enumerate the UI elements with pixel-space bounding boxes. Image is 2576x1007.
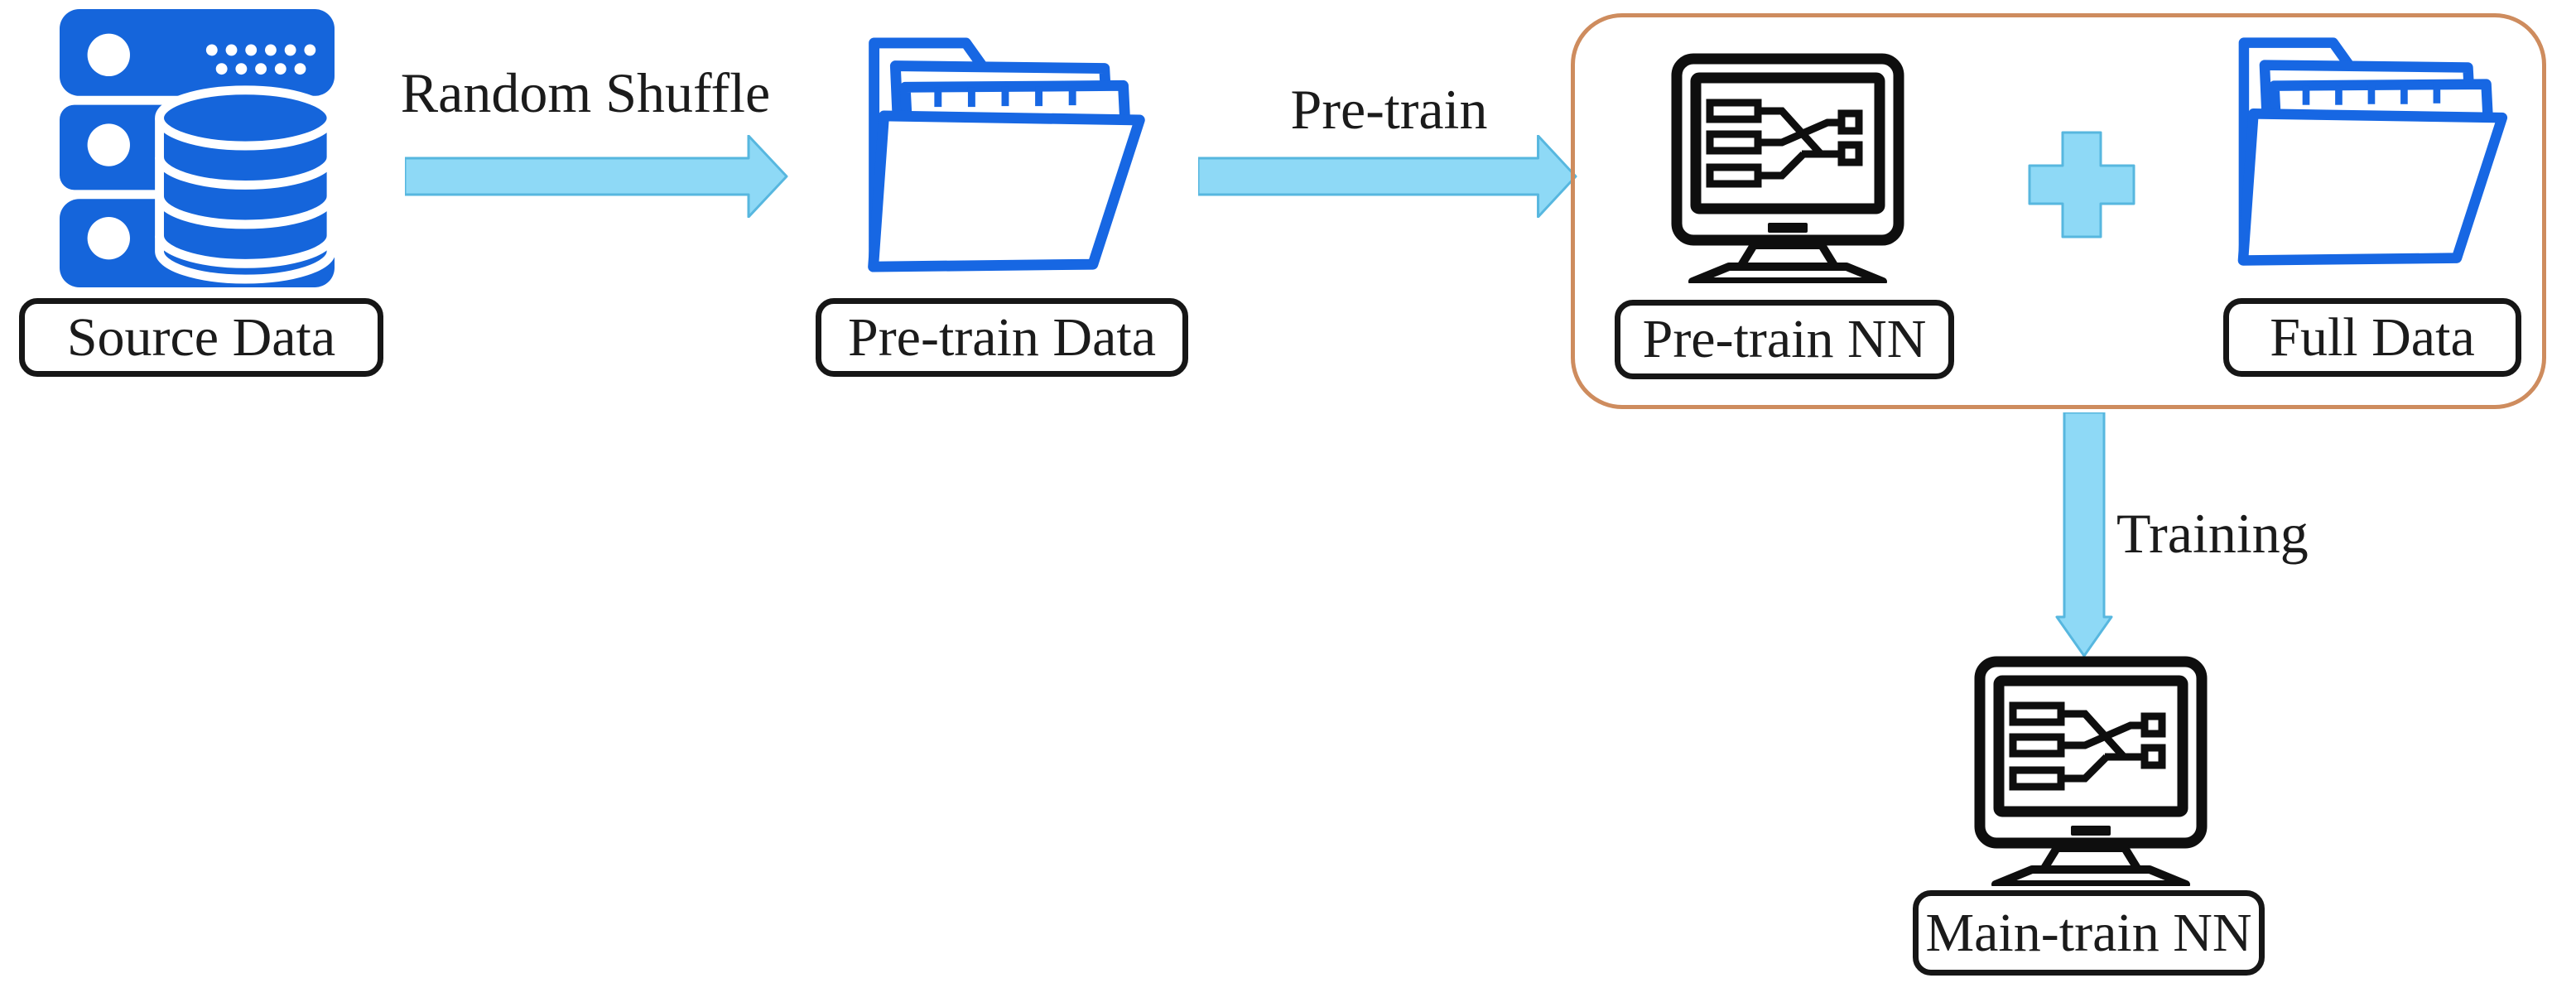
database-cylinder <box>155 85 335 284</box>
node-pretrain-data: Pre-train Data <box>816 298 1188 377</box>
node-source-data-label: Source Data <box>66 306 336 368</box>
monitor-neural-network-icon <box>1974 656 2208 886</box>
pretrain-group-outline <box>1571 13 2546 409</box>
folder-icon <box>2237 37 2508 266</box>
node-maintrain-nn-label: Main-train NN <box>1925 902 2252 963</box>
edge-label-training: Training <box>2116 502 2309 565</box>
monitor-neural-network-icon <box>1671 53 1904 283</box>
document-tab-ticks <box>934 85 1076 108</box>
node-pretrain-nn-label: Pre-train NN <box>1642 309 1927 369</box>
plus-icon <box>2028 131 2135 238</box>
node-source-data: Source Data <box>19 298 383 377</box>
server-led-dots <box>205 44 316 75</box>
edge-label-pretrain: Pre-train <box>1290 78 1488 141</box>
node-pretrain-data-label: Pre-train Data <box>848 306 1156 368</box>
edge-label-random-shuffle: Random Shuffle <box>400 61 771 124</box>
node-full-data-label: Full Data <box>2270 306 2475 368</box>
arrow-right-icon <box>1198 135 1577 218</box>
node-pretrain-nn: Pre-train NN <box>1615 300 1954 379</box>
arrow-right-icon <box>405 135 788 218</box>
database-server-icon <box>60 9 335 287</box>
arrow-down-icon <box>2055 412 2113 658</box>
neural-network-screen-diagram <box>2009 701 2166 791</box>
folder-icon <box>868 37 1145 272</box>
node-maintrain-nn: Main-train NN <box>1913 890 2265 976</box>
document-tab-ticks <box>2302 84 2441 105</box>
neural-network-screen-diagram <box>1706 99 1863 188</box>
node-full-data: Full Data <box>2223 298 2521 377</box>
